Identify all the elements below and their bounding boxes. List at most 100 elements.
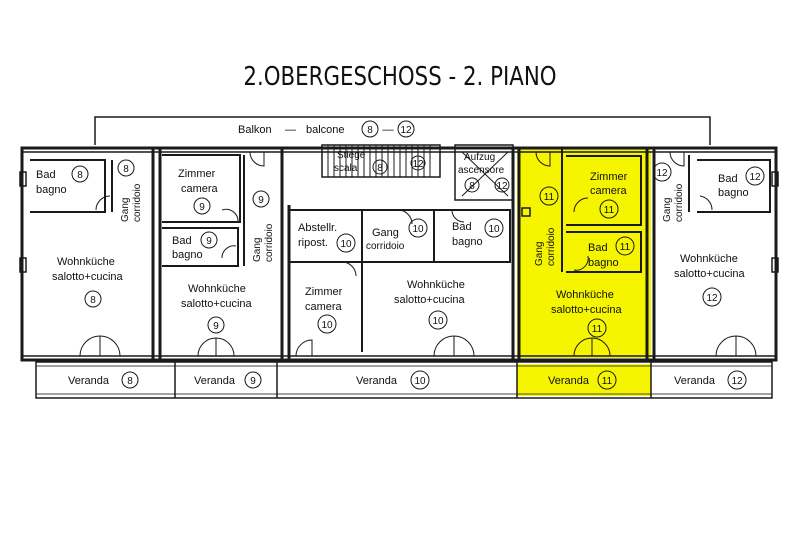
- badge-veranda-10: 10: [410, 370, 430, 390]
- badge-bad-8: 8: [71, 165, 89, 183]
- walls-unit-12: [688, 155, 771, 213]
- badge-wohn-8: 8: [84, 290, 102, 308]
- svg-text:9: 9: [206, 236, 212, 247]
- badge-wohn-12: 12: [702, 287, 722, 307]
- badge-balcony-to: 12: [397, 120, 415, 138]
- veranda-9-label: Veranda: [194, 375, 236, 387]
- balcony-dash: —: [285, 124, 296, 136]
- room-wohn-10-de: Wohnküche: [407, 279, 465, 291]
- svg-text:8: 8: [469, 181, 475, 192]
- badge-elevator-from: 8: [464, 177, 480, 193]
- badge-stairs-to: 12: [410, 155, 426, 171]
- room-gang-9-it: corridoio: [264, 223, 275, 262]
- veranda-10-label: Veranda: [356, 375, 398, 387]
- room-bad-10-it: bagno: [452, 236, 483, 248]
- room-bad-12-it: bagno: [718, 187, 749, 199]
- svg-text:9: 9: [258, 195, 264, 206]
- badge-balcony-from: 8: [361, 120, 379, 138]
- badge-zimmer-11: 11: [599, 199, 619, 219]
- elevator-label-it: ascensore: [458, 165, 505, 176]
- room-gang-12-it: corridoio: [674, 183, 685, 222]
- badge-elevator-to: 12: [494, 177, 510, 193]
- room-gang-10-de: Gang: [372, 227, 399, 239]
- room-bad-9-de: Bad: [172, 235, 192, 247]
- plan-title: 2.OBERGESCHOSS - 2. PIANO: [243, 62, 557, 92]
- svg-text:10: 10: [412, 224, 424, 235]
- badge-wohn-10: 10: [428, 310, 448, 330]
- badge-zimmer-9: 9: [193, 197, 211, 215]
- veranda-strip: [35, 361, 773, 399]
- walls-unit-9: [162, 154, 245, 267]
- svg-text:11: 11: [592, 324, 603, 335]
- room-bad-9-it: bagno: [172, 249, 203, 261]
- room-wohn-10-it: salotto+cucina: [394, 294, 466, 306]
- svg-text:9: 9: [199, 202, 205, 213]
- svg-text:9: 9: [250, 376, 256, 387]
- stairs-label-it: scala: [334, 163, 358, 174]
- balcony-label-de: Balkon: [238, 124, 272, 136]
- badge-wohn-11: 11: [587, 318, 607, 338]
- room-zimmer-11-de: Zimmer: [590, 171, 628, 183]
- veranda-11-label: Veranda: [548, 375, 590, 387]
- svg-text:8: 8: [377, 163, 383, 174]
- svg-text:8: 8: [77, 170, 83, 181]
- svg-text:10: 10: [432, 316, 444, 327]
- badge-veranda-8: 8: [121, 371, 139, 389]
- room-wohn-11-it: salotto+cucina: [551, 304, 623, 316]
- svg-text:12: 12: [656, 168, 668, 179]
- room-gang-11-it: corridoio: [546, 227, 557, 266]
- badge-wohn-9: 9: [207, 316, 225, 334]
- svg-text:12: 12: [412, 159, 424, 170]
- badge-bad-12: 12: [745, 166, 765, 186]
- svg-text:10: 10: [321, 320, 333, 331]
- elevator-label-de: Aufzug: [464, 152, 495, 163]
- svg-text:12: 12: [749, 172, 761, 183]
- svg-text:12: 12: [731, 376, 743, 387]
- room-bad-8-de: Bad: [36, 169, 56, 181]
- room-gang-8-it: corridoio: [132, 183, 143, 222]
- room-bad-11-de: Bad: [588, 242, 608, 254]
- badge-veranda-9: 9: [244, 371, 262, 389]
- svg-text:12: 12: [496, 181, 508, 192]
- badge-abst-10: 10: [336, 233, 356, 253]
- svg-text:8: 8: [367, 125, 373, 136]
- balcony-doors: [95, 151, 713, 277]
- svg-text:9: 9: [213, 321, 219, 332]
- walls-unit-11: [521, 148, 642, 273]
- veranda-12-label: Veranda: [674, 375, 716, 387]
- room-wohn-9-it: salotto+cucina: [181, 298, 253, 310]
- badge-bad-10: 10: [484, 218, 504, 238]
- badge-bad-11: 11: [615, 236, 635, 256]
- unit-11-highlight: [517, 148, 651, 396]
- room-bad-12-de: Bad: [718, 173, 738, 185]
- room-bad-10-de: Bad: [452, 221, 472, 233]
- room-gang-9-de: Gang: [252, 238, 263, 262]
- room-bad-8-it: bagno: [36, 184, 67, 196]
- svg-text:12: 12: [706, 293, 718, 304]
- stair-steps: [327, 145, 431, 177]
- room-wohn-11-de: Wohnküche: [556, 289, 614, 301]
- badge-gang-8: 8: [117, 159, 135, 177]
- room-abst-10-de: Abstellr.: [298, 222, 337, 234]
- room-bad-11-it: bagno: [588, 257, 619, 269]
- elevator-shaft: [461, 151, 509, 197]
- room-wohn-8-de: Wohnküche: [57, 256, 115, 268]
- balcony-outline: [94, 116, 711, 145]
- svg-text:11: 11: [604, 205, 615, 216]
- badge-gang-9: 9: [252, 190, 270, 208]
- badge-veranda-11: 11: [597, 370, 617, 390]
- badge-gang-11: 11: [539, 186, 559, 206]
- svg-text:11: 11: [544, 192, 555, 203]
- room-gang-8-de: Gang: [120, 198, 131, 222]
- room-zimmer-10-de: Zimmer: [305, 286, 343, 298]
- room-wohn-12-de: Wohnküche: [680, 253, 738, 265]
- svg-text:12: 12: [400, 125, 412, 136]
- badge-gang-12: 12: [652, 162, 672, 182]
- badge-stairs-from: 8: [372, 159, 388, 175]
- room-gang-10-it: corridoio: [366, 241, 405, 252]
- room-wohn-12-it: salotto+cucina: [674, 268, 746, 280]
- svg-text:8: 8: [123, 164, 129, 175]
- badge-zimmer-10: 10: [317, 314, 337, 334]
- room-zimmer-11-it: camera: [590, 185, 628, 197]
